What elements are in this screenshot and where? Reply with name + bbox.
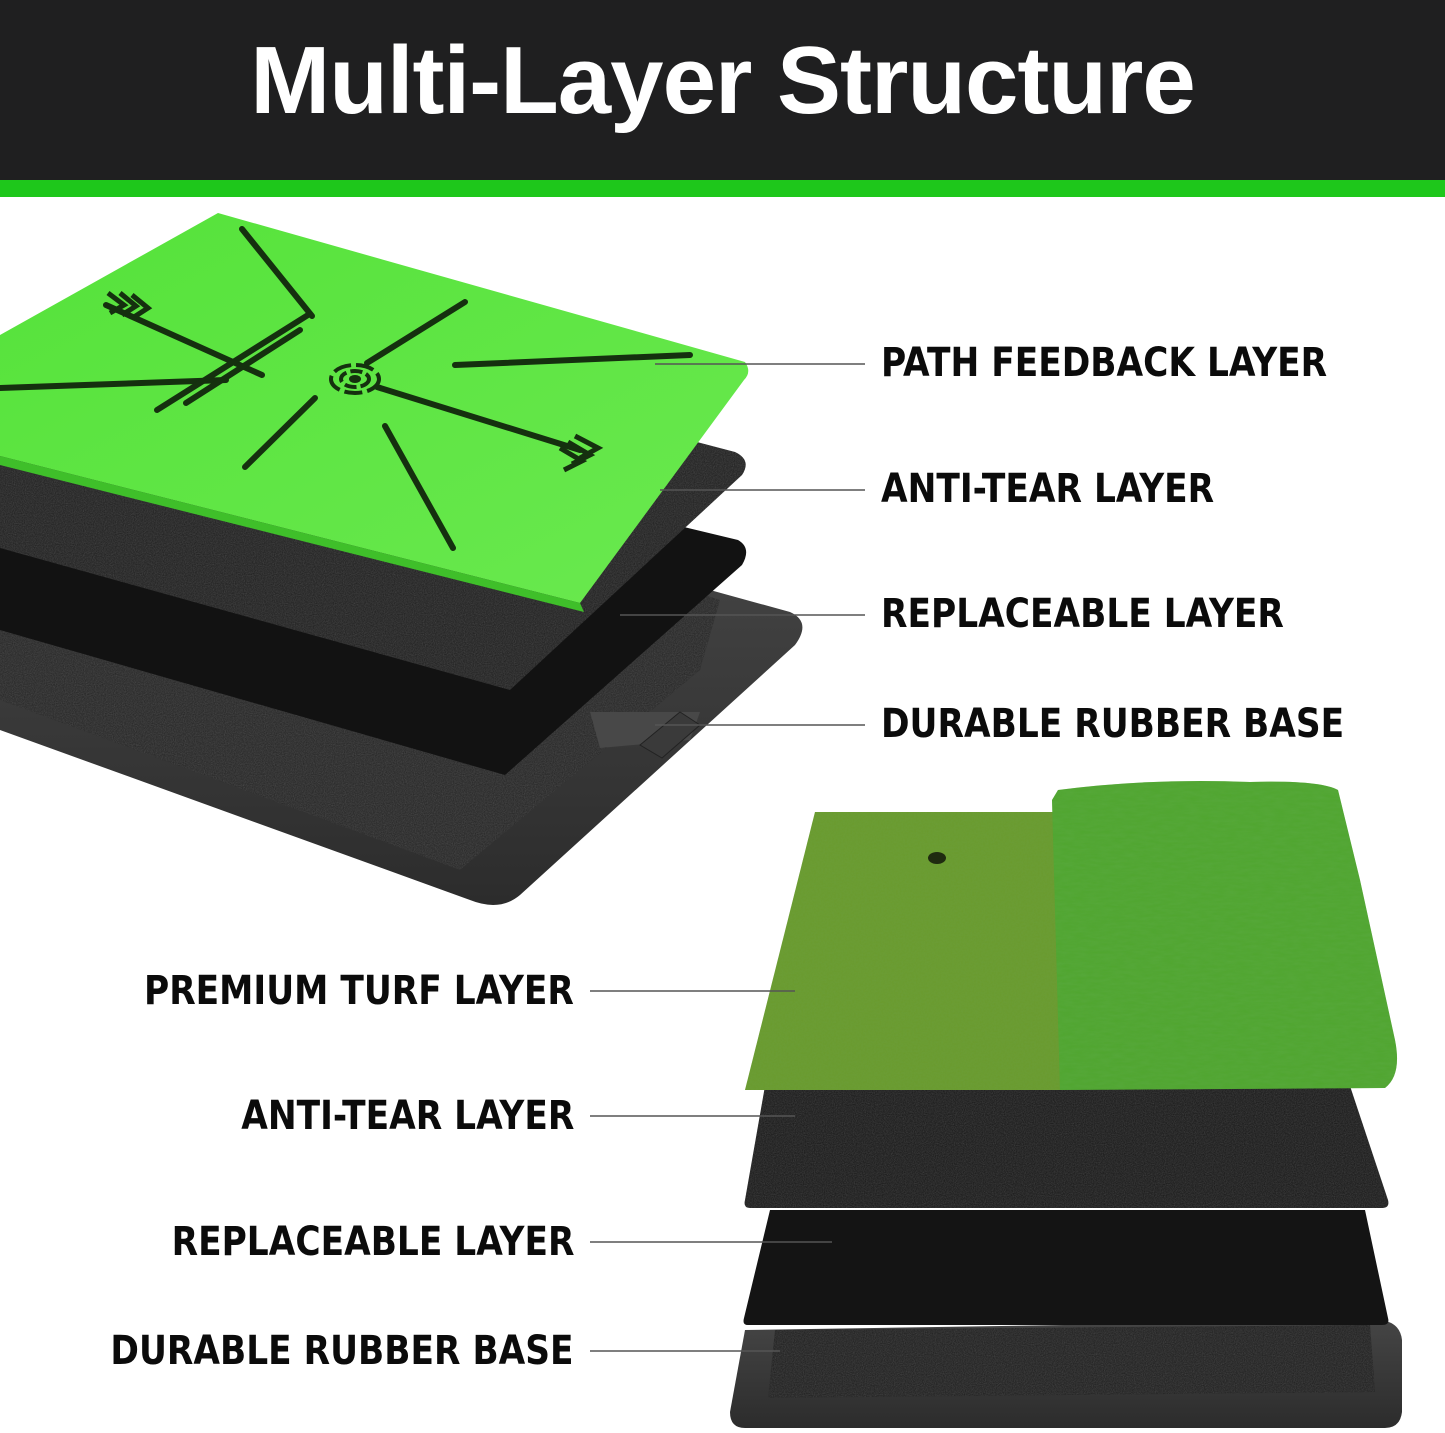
page-title: Multi-Layer Structure xyxy=(250,27,1195,134)
top-path-feedback-layer xyxy=(0,213,749,612)
label-top-durable-rubber-base: DURABLE RUBBER BASE xyxy=(881,701,1345,747)
tee-hole-icon xyxy=(928,852,946,864)
accent-band xyxy=(0,180,1445,197)
target-icon xyxy=(329,363,381,395)
label-bottom-replaceable-layer: REPLACEABLE LAYER xyxy=(171,1219,574,1265)
header-banner: Multi-Layer Structure xyxy=(0,0,1445,180)
bottom-rubber-base xyxy=(730,1320,1402,1428)
bottom-premium-turf-layer xyxy=(745,781,1398,1090)
bottom-replaceable-layer xyxy=(743,1210,1389,1325)
label-bottom-durable-rubber-base: DURABLE RUBBER BASE xyxy=(110,1328,574,1374)
label-premium-turf-layer: PREMIUM TURF LAYER xyxy=(144,968,574,1014)
bottom-anti-tear-layer xyxy=(744,1086,1389,1208)
leader-lines xyxy=(590,363,865,1352)
label-top-anti-tear-layer: ANTI-TEAR LAYER xyxy=(881,466,1215,512)
label-top-replaceable-layer: REPLACEABLE LAYER xyxy=(881,591,1284,637)
label-path-feedback-layer: PATH FEEDBACK LAYER xyxy=(881,340,1328,386)
label-bottom-anti-tear-layer: ANTI-TEAR LAYER xyxy=(240,1093,574,1139)
